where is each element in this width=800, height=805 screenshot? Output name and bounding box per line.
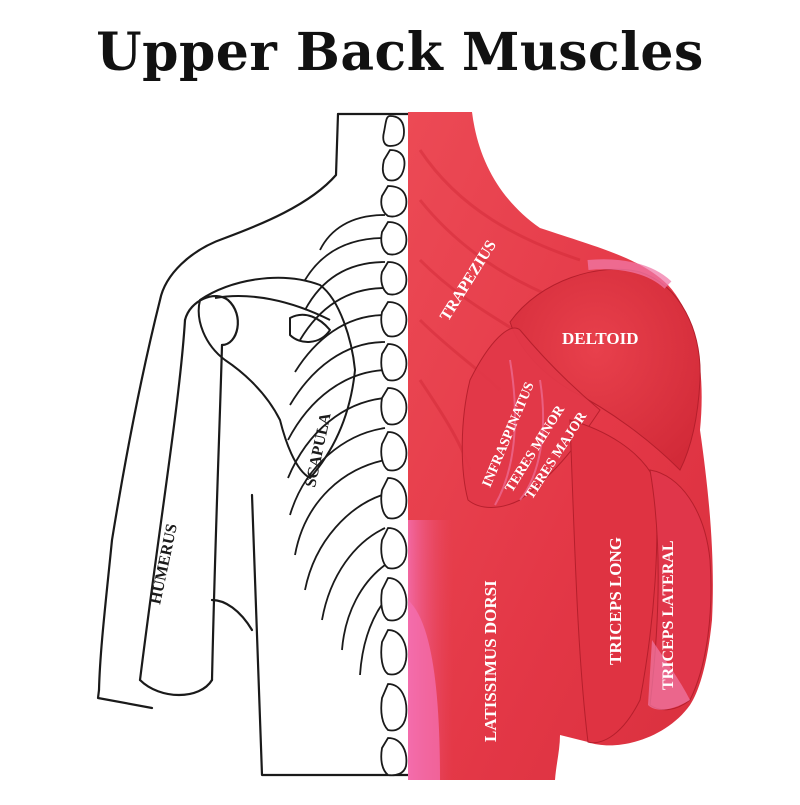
body-outline-left xyxy=(96,112,410,777)
label-deltoid: DELTOID xyxy=(562,329,639,348)
muscle-layer xyxy=(408,112,713,780)
ribcage xyxy=(287,214,386,676)
label-triceps-lateral: TRICEPS LATERAL xyxy=(660,540,677,690)
spine xyxy=(380,115,408,777)
label-humerus: HUMERUS xyxy=(147,522,181,606)
label-triceps-long: TRICEPS LONG xyxy=(606,537,625,665)
rotator-cuff-shape xyxy=(461,327,601,508)
label-latissimus-dorsi: LATISSIMUS DORSI xyxy=(481,580,500,742)
triceps-long-shape xyxy=(569,419,658,744)
diagram-title: Upper Back Muscles xyxy=(96,22,704,83)
scapula-bone xyxy=(197,276,356,479)
triceps-lateral-shape xyxy=(649,469,712,711)
